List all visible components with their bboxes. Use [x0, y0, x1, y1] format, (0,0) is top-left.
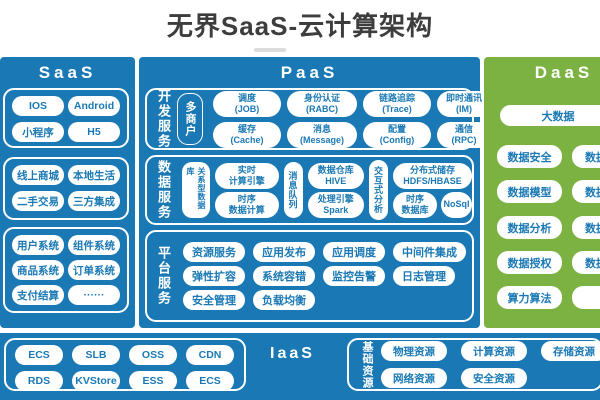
saas-column: SaaS IOS Android 小程序 H5 线上商城 本地生活 二手交易 三…	[0, 57, 135, 328]
saas-header: SaaS	[38, 63, 97, 82]
saas-pill: 商品系统	[12, 260, 64, 280]
saas-pill: Android	[68, 96, 120, 116]
interactive-analysis-pill: 交互式分析	[369, 160, 388, 220]
saas-pill: 小程序	[12, 122, 64, 142]
paas-platform-section: 平台服务 资源服务 应用发布 应用调度 中间件集成 弹性扩容 系统容错 监控告警…	[145, 230, 474, 322]
platform-pill: 中间件集成	[393, 242, 466, 262]
dev-pill: 调度(JOB)	[213, 90, 281, 117]
platform-pill: 监控告警	[323, 266, 385, 286]
data-section-label: 数据服务	[156, 160, 171, 220]
iaas-pill: ECS	[186, 371, 234, 391]
multi-tenant-pill: 多商户	[177, 93, 203, 145]
base-pill: 网络资源	[381, 368, 447, 388]
data-pill: NoSql	[441, 191, 472, 218]
base-pill: 存储资源	[541, 341, 600, 361]
saas-pill: 订单系统	[68, 260, 120, 280]
paas-dev-section: 开发服务 多商户 调度(JOB) 身份认证(RABC) 链路追踪(Trace) …	[145, 88, 491, 150]
daas-pill	[572, 286, 600, 309]
saas-business-group: 线上商城 本地生活 二手交易 三方集成	[3, 157, 129, 220]
dev-pill: 配置(Config)	[363, 121, 431, 148]
big-data-pill: 大数据	[500, 105, 600, 126]
daas-pill: 数据分析	[497, 216, 562, 239]
saas-pill: IOS	[12, 96, 64, 116]
iaas-pill: CDN	[186, 345, 234, 365]
data-pill: 时序数据计算	[215, 191, 279, 218]
rdbms-pill: 关系型数据库	[182, 162, 210, 218]
platform-pill: 日志管理	[393, 266, 455, 286]
iaas-pill: ECS	[15, 345, 63, 365]
platform-pill: 资源服务	[183, 242, 245, 262]
iaas-pill: RDS	[15, 371, 63, 391]
saas-pill: 本地生活	[68, 165, 120, 185]
daas-pill: 数据	[572, 180, 600, 203]
saas-pill: 三方集成	[68, 191, 120, 211]
platform-pill: 安全管理	[183, 290, 245, 310]
platform-pill: 弹性扩容	[183, 266, 245, 286]
daas-column: DaaS 大数据 数据安全 数据 数据模型 数据 数据分析 数据 数据授权 数据…	[484, 57, 600, 328]
paas-column: PaaS 开发服务 多商户 调度(JOB) 身份认证(RABC) 链路追踪(Tr…	[139, 57, 491, 328]
daas-pill: 数据授权	[497, 251, 562, 274]
dev-section-label: 开发服务	[156, 89, 171, 149]
iaas-cloud-group: ECS SLB OSS CDN RDS KVStore ESS ECS	[4, 338, 246, 391]
platform-pill: 系统容错	[253, 266, 315, 286]
saas-pill: 线上商城	[12, 165, 64, 185]
iaas-base-group: 基础资源 物理资源 计算资源 存储资源 网络资源 安全资源	[347, 338, 600, 391]
saas-pill: 支付结算	[12, 285, 64, 305]
data-pill: 实时计算引擎	[215, 162, 279, 189]
platform-pill: 应用调度	[323, 242, 385, 262]
saas-pill: 用户系统	[12, 235, 64, 255]
saas-pill: 二手交易	[12, 191, 64, 211]
dev-pill: 身份认证(RABC)	[287, 90, 357, 117]
saas-pill: ······	[68, 285, 120, 305]
base-pill: 安全资源	[461, 368, 527, 388]
dev-pill: 即时通讯(IM)	[437, 90, 491, 117]
saas-pill: 组件系统	[68, 235, 120, 255]
saas-system-group: 用户系统 组件系统 商品系统 订单系统 支付结算 ······	[3, 227, 129, 313]
title-underline	[254, 48, 286, 52]
paas-header: PaaS	[280, 63, 339, 82]
daas-pill: 算力算法	[497, 286, 562, 309]
saas-pill: H5	[68, 122, 120, 142]
iaas-pill: SLB	[72, 345, 120, 365]
dev-pill: 缓存(Cache)	[213, 121, 281, 148]
iaas-header: IaaS	[270, 345, 315, 362]
daas-pill: 数据	[572, 145, 600, 168]
platform-section-label: 平台服务	[156, 246, 171, 306]
base-resources-label: 基础资源	[361, 340, 373, 389]
daas-pill: 数据模型	[497, 180, 562, 203]
iaas-pill: KVStore	[72, 371, 120, 391]
daas-header: DaaS	[534, 63, 594, 82]
base-pill: 计算资源	[461, 341, 527, 361]
page-title: 无界SaaS-云计算架构	[166, 11, 434, 41]
base-pill: 物理资源	[381, 341, 447, 361]
daas-pill: 数据	[572, 251, 600, 274]
platform-pill: 应用发布	[253, 242, 315, 262]
dev-pill: 链路追踪(Trace)	[363, 90, 431, 117]
message-queue-pill: 消息队列	[283, 162, 303, 218]
saas-client-group: IOS Android 小程序 H5	[3, 88, 129, 148]
daas-pill: 数据安全	[497, 145, 562, 168]
platform-pill: 负载均衡	[253, 290, 315, 310]
data-pill: 时序数据库	[393, 191, 437, 218]
iaas-pill: ESS	[129, 371, 177, 391]
dev-pill: 消息(Message)	[287, 121, 357, 148]
dev-pill: 通信(RPC)	[437, 121, 491, 148]
iaas-pill: OSS	[129, 345, 177, 365]
iaas-bar: ECS SLB OSS CDN RDS KVStore ESS ECS IaaS…	[0, 333, 600, 400]
daas-pill: 数据	[572, 216, 600, 239]
